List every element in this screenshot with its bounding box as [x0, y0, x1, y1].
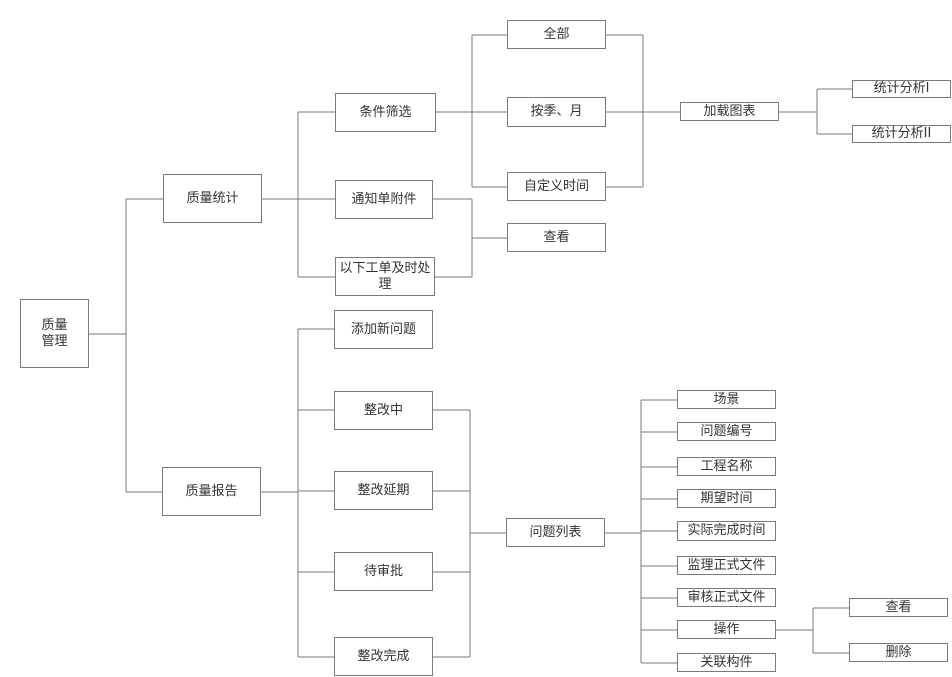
- node-label: 质量管理: [41, 317, 68, 349]
- node-label: 操作: [713, 621, 740, 637]
- node-projname: 工程名称: [677, 457, 776, 476]
- node-related: 关联构件: [677, 653, 776, 672]
- node-label: 查看: [543, 229, 570, 245]
- node-custom: 自定义时间: [507, 172, 606, 201]
- node-expected: 期望时间: [677, 489, 776, 508]
- node-issuelist: 问题列表: [506, 518, 605, 547]
- node-stats: 质量统计: [163, 174, 262, 223]
- node-delete: 删除: [849, 643, 948, 662]
- node-season: 按季、月: [507, 97, 606, 127]
- node-view2: 查看: [849, 598, 948, 617]
- node-label: 自定义时间: [523, 178, 589, 194]
- node-below: 以下工单及时处理: [335, 257, 435, 296]
- node-anal2: 统计分析II: [852, 125, 951, 143]
- node-scene: 场景: [677, 390, 776, 409]
- node-loadchart: 加载图表: [680, 102, 779, 121]
- node-label: 整改延期: [357, 482, 410, 498]
- node-label: 质量统计: [186, 190, 239, 206]
- node-label: 统计分析I: [873, 81, 930, 96]
- node-label: 期望时间: [700, 490, 753, 506]
- node-label: 实际完成时间: [687, 523, 766, 538]
- node-report: 质量报告: [162, 467, 261, 516]
- node-notice: 通知单附件: [335, 180, 433, 219]
- node-label: 整改完成: [357, 648, 410, 664]
- node-fixing: 整改中: [334, 391, 433, 430]
- node-label: 审核正式文件: [687, 589, 766, 605]
- node-actual: 实际完成时间: [677, 521, 776, 541]
- node-label: 待审批: [363, 563, 403, 579]
- node-issueno: 问题编号: [677, 422, 776, 441]
- node-done: 整改完成: [334, 637, 433, 676]
- node-label: 查看: [885, 599, 912, 615]
- node-supervise: 监理正式文件: [677, 556, 776, 575]
- node-label: 统计分析II: [871, 126, 932, 141]
- node-root: 质量管理: [20, 299, 89, 368]
- node-label: 场景: [713, 391, 740, 407]
- node-delay: 整改延期: [334, 471, 433, 510]
- node-label: 加载图表: [703, 103, 756, 119]
- node-label: 通知单附件: [351, 191, 417, 207]
- node-add: 添加新问题: [334, 310, 433, 349]
- node-label: 工程名称: [700, 458, 753, 474]
- node-anal1: 统计分析I: [852, 80, 951, 98]
- node-label: 按季、月: [530, 104, 583, 119]
- node-operate: 操作: [677, 620, 776, 639]
- node-label: 问题列表: [529, 524, 582, 540]
- node-pending: 待审批: [334, 552, 433, 591]
- node-label: 全部: [543, 26, 570, 42]
- connector-lines: [89, 34, 852, 664]
- node-all: 全部: [507, 20, 606, 49]
- node-label: 添加新问题: [350, 321, 416, 337]
- node-label: 问题编号: [700, 423, 753, 439]
- node-audit: 审核正式文件: [677, 588, 776, 607]
- node-label: 关联构件: [700, 654, 753, 670]
- node-label: 质量报告: [185, 483, 238, 499]
- node-filter: 条件筛选: [335, 93, 436, 132]
- node-view1: 查看: [507, 223, 606, 252]
- node-label: 以下工单及时处理: [339, 260, 431, 292]
- node-label: 条件筛选: [359, 104, 412, 120]
- node-label: 删除: [885, 644, 912, 660]
- node-label: 整改中: [363, 402, 403, 418]
- node-label: 监理正式文件: [687, 557, 766, 573]
